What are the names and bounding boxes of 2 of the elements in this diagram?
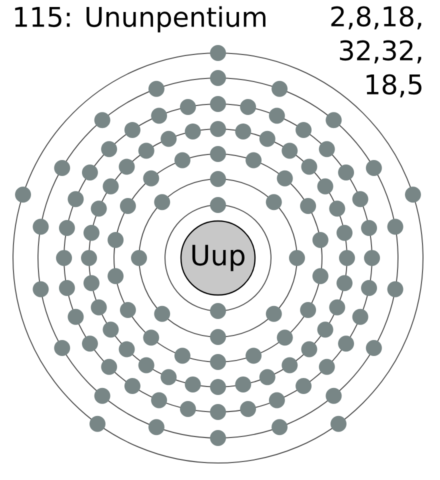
title: 115: Ununpentium [15,6,266,32]
shell-configuration: 2,8,18, 32,32, 18,5 [331,6,422,98]
